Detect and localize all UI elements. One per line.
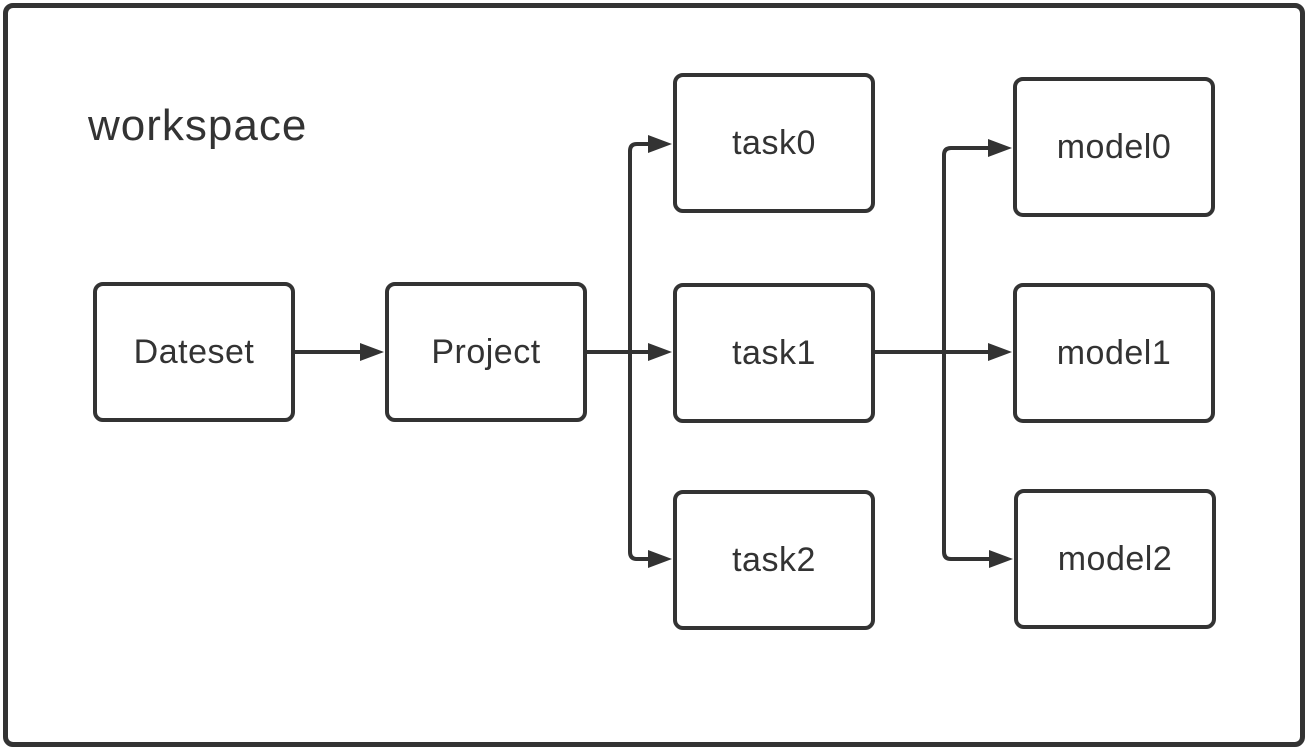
node-task2: task2 bbox=[673, 490, 875, 630]
node-model1-label: model1 bbox=[1056, 333, 1172, 372]
node-task1-label: task1 bbox=[732, 333, 816, 372]
node-project-label: Project bbox=[431, 332, 541, 371]
workspace-container-label: workspace bbox=[88, 101, 308, 150]
node-task0-label: task0 bbox=[732, 123, 816, 162]
node-task1: task1 bbox=[673, 283, 875, 423]
node-model2: model2 bbox=[1014, 489, 1216, 629]
node-model1: model1 bbox=[1013, 283, 1215, 423]
workspace-container-frame bbox=[3, 3, 1305, 747]
node-dateset: Dateset bbox=[93, 282, 295, 422]
node-dateset-label: Dateset bbox=[133, 332, 255, 371]
node-model0-label: model0 bbox=[1056, 127, 1172, 166]
node-model0: model0 bbox=[1013, 77, 1215, 217]
node-model2-label: model2 bbox=[1057, 539, 1173, 578]
node-project: Project bbox=[385, 282, 587, 422]
node-task0: task0 bbox=[673, 73, 875, 213]
node-task2-label: task2 bbox=[732, 540, 816, 579]
